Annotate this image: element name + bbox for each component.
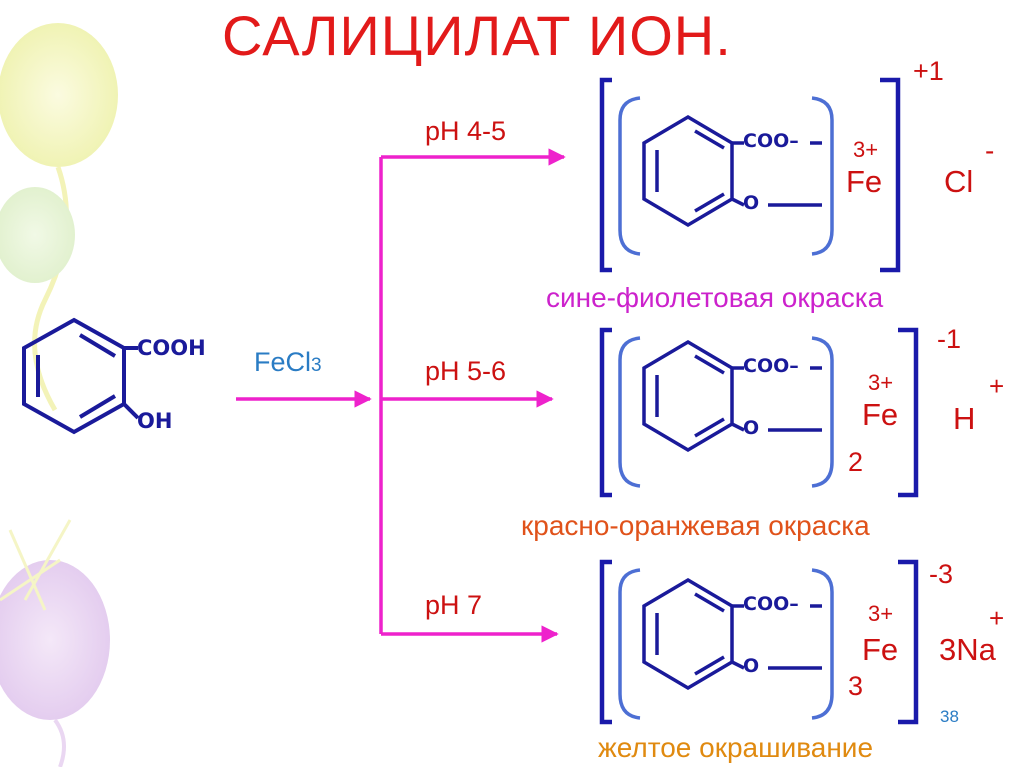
slide-title: САЛИЦИЛАТ ИОН.	[222, 4, 732, 67]
complex-charge: -3	[929, 559, 954, 589]
square-bracket-left	[599, 77, 612, 273]
counter-ion-charge: +	[989, 371, 1005, 401]
counter-ion: 3Na	[939, 632, 996, 667]
round-bracket-left	[618, 568, 641, 720]
balloon-green	[0, 187, 75, 283]
background-decoration	[0, 23, 118, 767]
ligand-count: 2	[848, 447, 864, 477]
complex-3-structure	[599, 559, 919, 725]
iron-charge: 3+	[853, 137, 879, 162]
counter-ion: Cl	[944, 164, 974, 199]
iron-symbol: Fe	[862, 632, 899, 667]
carboxylate-group-label: COO–	[743, 355, 799, 377]
iron-symbol: Fe	[846, 164, 883, 199]
square-bracket-left	[599, 559, 612, 725]
balloon-purple	[0, 560, 110, 720]
reaction-arrows	[236, 148, 566, 643]
color-caption-3: желтое окрашивание	[598, 732, 874, 763]
oxygen-label: O	[743, 417, 760, 439]
carboxylate-group-label: COO–	[743, 593, 799, 615]
iron-charge: 3+	[868, 601, 894, 626]
complex-charge: +1	[913, 56, 944, 86]
square-bracket-left	[599, 327, 612, 498]
ligand-count: 3	[848, 671, 864, 701]
complex-2-structure	[599, 327, 919, 498]
round-bracket-right	[811, 568, 834, 720]
counter-ion-charge: -	[985, 135, 995, 166]
oxygen-label: O	[743, 655, 760, 677]
reagent-formula: FeCl	[254, 347, 312, 377]
carboxylate-group-label: COO–	[743, 130, 799, 152]
round-bracket-right	[811, 96, 834, 256]
iron-symbol: Fe	[862, 397, 899, 432]
ph-label-3: pH 7	[425, 590, 483, 620]
page-number: 38	[940, 707, 959, 726]
ph-label-1: pH 4-5	[425, 116, 507, 146]
hydroxyl-group-label: OH	[137, 409, 173, 433]
complex-charge: -1	[937, 324, 962, 354]
carboxyl-group-label: COOH	[137, 336, 206, 360]
round-bracket-left	[618, 336, 641, 488]
reagent-label: FeCl3	[254, 349, 322, 376]
round-bracket-right	[811, 336, 834, 488]
oxygen-label: O	[743, 192, 760, 214]
iron-charge: 3+	[868, 370, 894, 395]
balloon-yellow	[0, 23, 118, 167]
ph-label-2: pH 5-6	[425, 356, 507, 386]
color-caption-2: красно-оранжевая окраска	[521, 510, 870, 541]
complex-1-structure	[599, 77, 901, 273]
square-bracket-right	[898, 327, 919, 498]
reagent-subscript: 3	[311, 355, 322, 376]
counter-ion-charge: +	[989, 603, 1005, 633]
salicylic-acid-ring	[22, 317, 140, 435]
counter-ion: H	[953, 401, 976, 436]
square-bracket-right	[880, 77, 901, 273]
square-bracket-right	[898, 559, 919, 725]
color-caption-1: сине-фиолетовая окраска	[546, 282, 884, 313]
round-bracket-left	[618, 96, 641, 256]
